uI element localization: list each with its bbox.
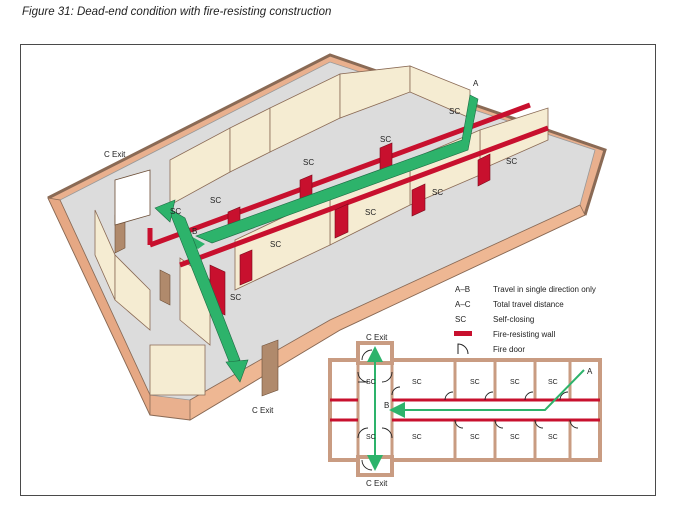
figure-frame [20,44,656,496]
iso-sc-label: SC [230,293,241,302]
iso-point-b-label: B [192,227,197,236]
plan-sc-label: SC [366,434,376,441]
iso-c-exit-bottom-label: C Exit [252,406,274,415]
exit-top-opening [114,169,151,226]
iso-sc-label: SC [506,157,517,166]
legend-text-sc: Self-closing [493,315,534,324]
plan-sc-label: SC [548,379,558,386]
legend-key-sc: SC [455,315,466,324]
iso-sc-label: SC [380,135,391,144]
plan-sc-label: SC [548,434,558,441]
iso-point-a-label: A [473,79,479,88]
legend-fire-door-icon [457,343,469,355]
plan-c-exit-top-label: C Exit [366,333,388,342]
figure-caption: Figure 31: Dead-end condition with fire-… [22,6,332,18]
travel-arrow-iso [154,94,479,383]
plan-sc-label: SC [470,434,480,441]
outer-wall-right-face [189,204,586,421]
iso-sc-label: SC [210,196,221,205]
plan-sc-label: SC [510,434,520,441]
iso-sc-label: SC [270,240,281,249]
plan-fire-doors [357,349,579,471]
iso-sc-label: SC [170,207,181,216]
floor-plan [328,341,602,477]
plan-point-b-label: B [384,401,389,410]
legend-text-fire-wall: Fire-resisting wall [493,330,555,339]
legend-key-ac: A–C [455,300,471,309]
plan-sc-label: SC [412,379,422,386]
legend-text-fire-door: Fire door [493,345,525,354]
plan-sc-label: SC [412,434,422,441]
legend-key-ab: A–B [455,285,470,294]
plan-sc-label: SC [510,379,520,386]
plan-travel-arrow [367,346,585,471]
plan-sc-label: SC [470,379,480,386]
iso-sc-label: SC [449,107,460,116]
legend: A–B Travel in single direction only A–C … [454,285,596,355]
isometric-building [47,53,607,421]
legend-text-ab: Travel in single direction only [493,285,596,294]
plan-sc-label: SC [366,379,376,386]
iso-sc-label: SC [303,158,314,167]
plan-c-exit-bottom-label: C Exit [366,479,388,488]
legend-fire-wall-swatch [454,331,472,336]
plan-fire-resisting-walls [330,398,600,422]
plan-point-a-label: A [587,367,593,376]
iso-sc-label: SC [432,188,443,197]
legend-text-ac: Total travel distance [493,300,564,309]
iso-sc-label: SC [365,208,376,217]
iso-c-exit-top-label: C Exit [104,150,126,159]
